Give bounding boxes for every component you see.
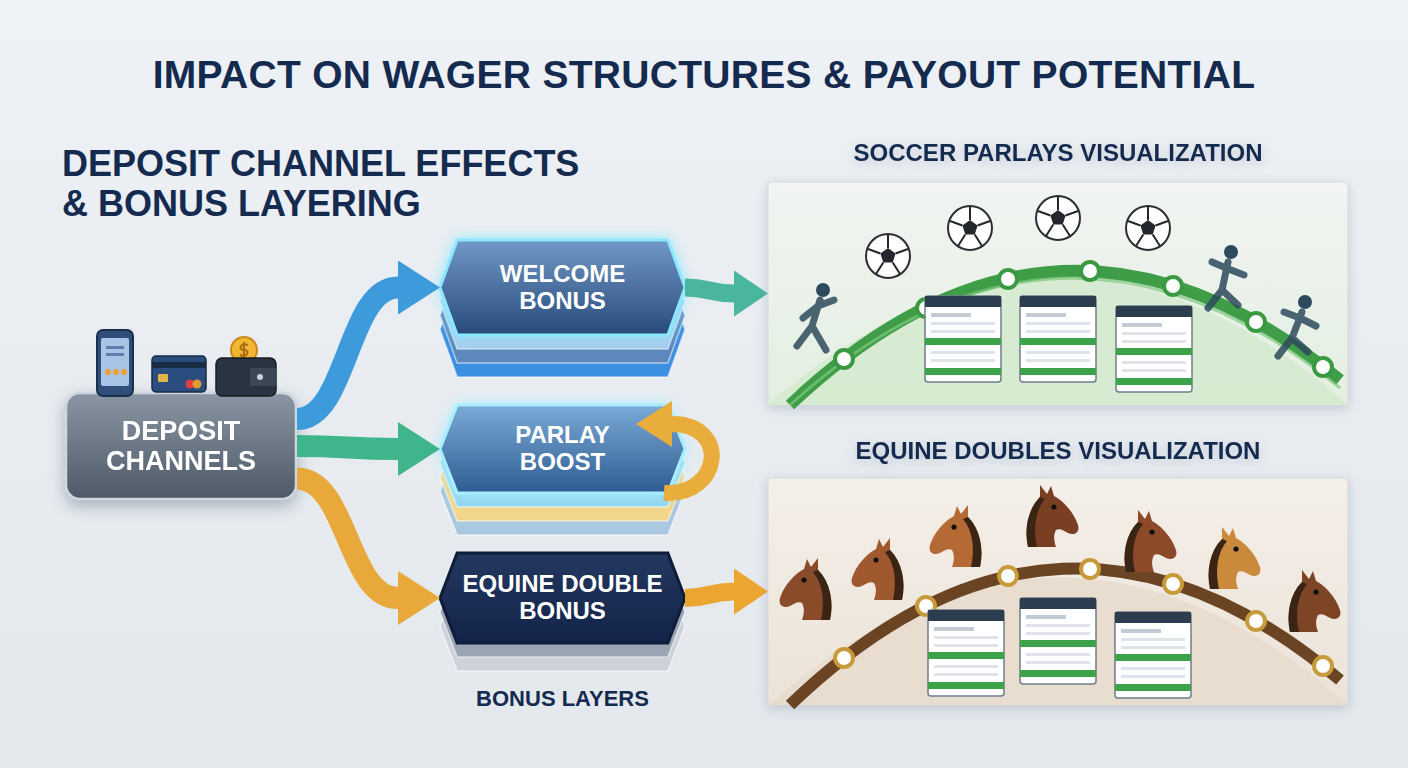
- bonus-face: [440, 240, 685, 335]
- panel-heading: SOCCER PARLAYS VISUALIZATION: [768, 140, 1348, 167]
- bonus-layer: PARLAY BOOST: [440, 405, 685, 493]
- box-rect: [66, 393, 296, 499]
- phone-icon: [97, 330, 133, 396]
- group-label: BONUS LAYERS: [440, 686, 685, 712]
- node-label: PARLAY BOOST: [483, 422, 643, 476]
- visualization-panel: SOCCER PARLAYS VISUALIZATION: [768, 182, 1348, 405]
- wallet-icon: [216, 358, 276, 396]
- deposit-icons: [97, 330, 276, 396]
- panel-rect: [768, 478, 1348, 705]
- coin-icon: [231, 337, 257, 363]
- flow-arrow: [297, 478, 398, 598]
- section-heading: DEPOSIT CHANNEL EFFECTS & BONUS LAYERING: [62, 144, 602, 224]
- panel-background: [768, 478, 1348, 705]
- card-icon: [152, 356, 206, 392]
- panel-heading: EQUINE DOUBLES VISUALIZATION: [768, 438, 1348, 465]
- flow-arrow: [685, 288, 734, 294]
- diagram-title: IMPACT ON WAGER STRUCTURES & PAYOUT POTE…: [0, 52, 1408, 98]
- bonus-layer: WELCOME BONUS: [440, 240, 685, 335]
- node-label: EQUINE DOUBLE BONUS: [450, 571, 675, 625]
- source-box: DEPOSIT CHANNELS: [65, 392, 297, 500]
- bonus-face: [440, 553, 685, 643]
- bonus-layer: EQUINE DOUBLE BONUS: [440, 553, 685, 643]
- panel-rect: [768, 182, 1348, 405]
- visualization-panel: EQUINE DOUBLES VISUALIZATION: [768, 478, 1348, 705]
- bonus-face: [440, 405, 685, 493]
- flow-arrow: [685, 592, 734, 599]
- flow-arrow: [297, 288, 398, 420]
- flow-arrow: [297, 446, 398, 449]
- panel-background: [768, 182, 1348, 405]
- node-label: WELCOME BONUS: [483, 261, 643, 315]
- node-label: DEPOSIT CHANNELS: [81, 416, 281, 476]
